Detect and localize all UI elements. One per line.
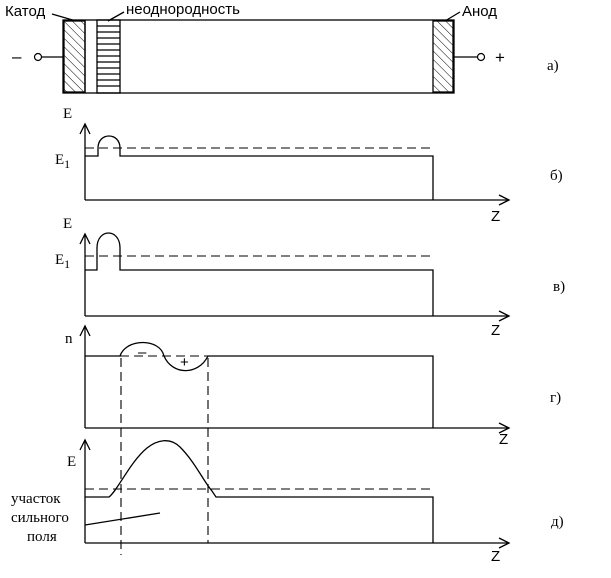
cathode-leader <box>51 13 77 22</box>
cathode-terminal-icon <box>33 52 43 62</box>
x-axis-label: Z <box>491 548 500 565</box>
region-label-line-3: поля <box>27 529 57 545</box>
inhomogeneity-leader <box>107 11 125 22</box>
panel-g: n – + Z г) <box>65 324 561 555</box>
minus-sign: – <box>12 47 22 66</box>
y-axis-label: E <box>63 216 72 232</box>
panel-letter-g: г) <box>550 390 561 406</box>
panel-letter-d: д) <box>551 514 564 530</box>
x-axis-label: Z <box>491 322 500 339</box>
anode-contact <box>432 20 454 93</box>
x-axis-arrow-icon <box>498 422 511 434</box>
cathode-contact <box>63 20 86 93</box>
y-axis-label: n <box>65 331 73 347</box>
y-axis-arrow-icon <box>79 324 91 337</box>
panel-letter-b: б) <box>550 168 563 184</box>
anode-terminal-icon <box>476 52 486 62</box>
field-profile <box>85 135 434 200</box>
anode-label: Анод <box>462 3 497 20</box>
y-axis-label: E <box>63 106 72 122</box>
field-profile <box>85 232 434 316</box>
region-leader <box>84 512 161 526</box>
device-panel: Катод неоднородность Анод – + а) <box>5 1 559 94</box>
y-axis-label: E <box>67 454 76 470</box>
concentration-profile <box>85 342 434 428</box>
cathode-label: Катод <box>5 3 45 20</box>
level-label: E1 <box>55 152 70 171</box>
y-axis-arrow-icon <box>79 438 91 451</box>
panel-v: E E1 Z в) <box>55 216 565 339</box>
x-axis-arrow-icon <box>498 537 511 549</box>
x-axis-label: Z <box>491 208 500 225</box>
accumulation-sign: – <box>138 344 147 361</box>
level-label: E1 <box>55 252 70 271</box>
plus-sign: + <box>495 48 505 67</box>
panel-b: E E1 Z б) <box>55 106 563 225</box>
inhomogeneity-label: неоднородность <box>126 1 240 18</box>
x-axis-arrow-icon <box>498 310 511 322</box>
panel-d: E участок сильного поля Z д) <box>11 438 564 565</box>
x-axis-arrow-icon <box>498 194 511 206</box>
depletion-sign: + <box>180 354 189 371</box>
panel-letter-v: в) <box>553 279 565 295</box>
inhomogeneity-region <box>96 19 121 94</box>
region-label-line-1: участок <box>11 491 61 507</box>
panel-letter-a: а) <box>547 58 559 74</box>
device-body <box>62 19 455 94</box>
domain-field-profile <box>85 440 434 543</box>
y-axis-arrow-icon <box>79 122 91 135</box>
y-axis-arrow-icon <box>79 232 91 245</box>
anode-leader <box>444 11 461 22</box>
region-label-line-2: сильного <box>11 510 69 526</box>
x-axis-label: Z <box>499 431 508 448</box>
